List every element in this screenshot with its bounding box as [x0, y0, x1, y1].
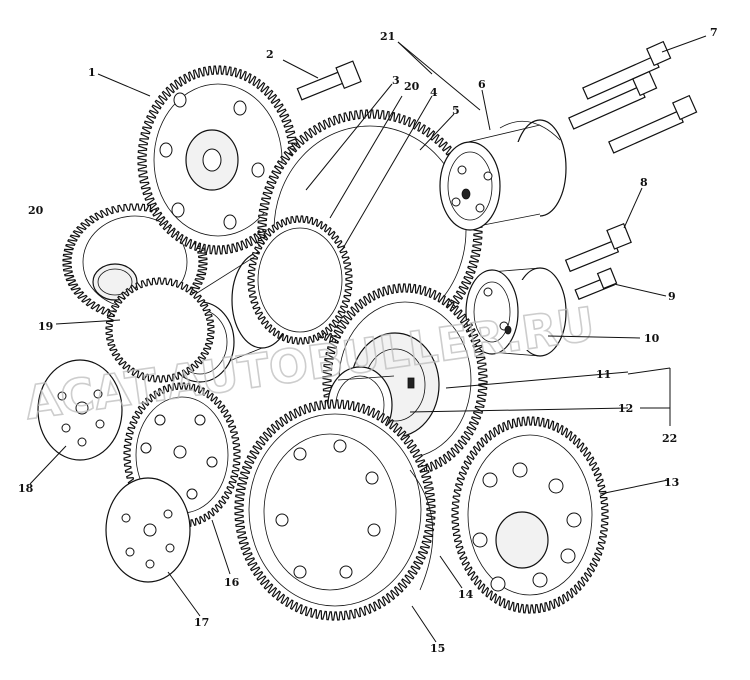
- bolt-9: [574, 267, 618, 300]
- callout-12: 12: [618, 402, 633, 415]
- callout-9: 9: [668, 290, 676, 303]
- callout-11: 11: [596, 368, 611, 381]
- callout-7: 7: [710, 26, 718, 39]
- callout-21: 21: [380, 30, 395, 43]
- gear-3: [247, 215, 353, 345]
- callout-16: 16: [224, 576, 240, 589]
- gear-13: [451, 416, 609, 614]
- callout-13: 13: [664, 476, 679, 489]
- callout-10: 10: [644, 332, 660, 345]
- callout-20-left: 20: [28, 204, 44, 217]
- bolt-7-middle: [568, 70, 658, 130]
- callout-17: 17: [194, 616, 209, 629]
- callout-14: 14: [458, 588, 474, 601]
- callout-19: 19: [38, 320, 53, 333]
- callout-20-top: 20: [404, 80, 420, 93]
- bolt-8: [564, 222, 632, 273]
- bolt-7-upper: [582, 40, 672, 100]
- callout-8: 8: [640, 176, 648, 189]
- callout-1: 1: [88, 66, 96, 79]
- gear-14: [409, 469, 434, 591]
- gear-1: [137, 65, 299, 255]
- callout-18: 18: [18, 482, 34, 495]
- callout-15: 15: [430, 642, 445, 655]
- callout-2: 2: [266, 48, 274, 61]
- housing-6: [439, 119, 567, 231]
- leader-lines: [29, 35, 707, 643]
- callout-22: 22: [662, 432, 677, 445]
- callout-6: 6: [478, 78, 486, 91]
- callout-3: 3: [392, 74, 400, 87]
- plate-17: [105, 477, 191, 583]
- callout-labels: 1 2 3 4 5 6 7 8 9 10 11 12 13 14 15 16 1…: [18, 26, 718, 655]
- gear-15: [234, 399, 436, 621]
- plate-18: [37, 359, 123, 461]
- gear-19-left: [105, 277, 215, 383]
- hub-10: [465, 267, 567, 357]
- callout-4: 4: [430, 86, 438, 99]
- callout-5: 5: [452, 104, 460, 117]
- bolt-2: [296, 60, 362, 101]
- bolt-7-lower: [608, 94, 698, 154]
